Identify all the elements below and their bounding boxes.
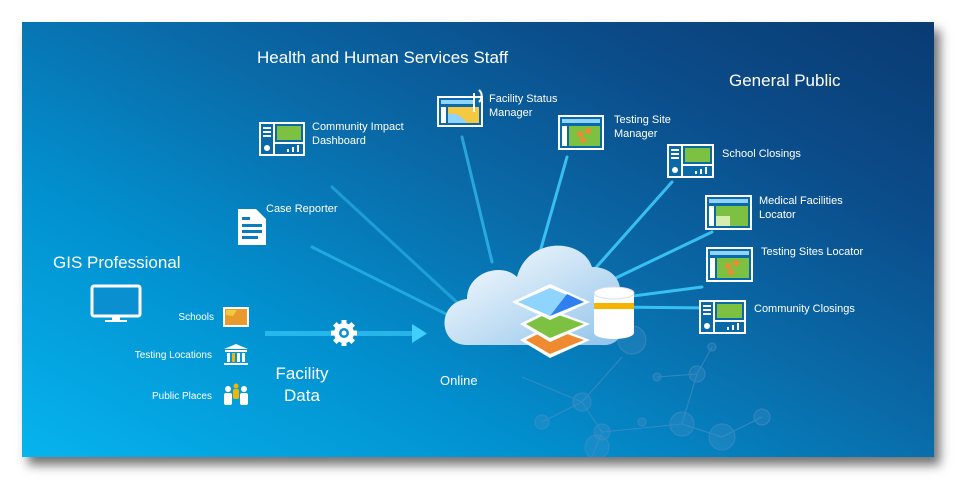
app-label-case-reporter[interactable]: Case Reporter	[266, 203, 338, 215]
label-line: Locator	[759, 209, 796, 221]
diagram-background	[265, 135, 771, 457]
label-line: Facility Status	[489, 93, 558, 105]
map-layers-icon	[512, 284, 590, 358]
label-line: Community Impact	[312, 121, 404, 133]
map-app-icon	[706, 247, 753, 282]
app-label-school-closings[interactable]: School Closings	[722, 148, 801, 160]
label-line: Dashboard	[312, 135, 366, 147]
gis-professional-heading: GIS Professional	[53, 253, 181, 272]
locator-icon	[705, 195, 752, 230]
desktop-monitor-icon	[90, 284, 142, 322]
building-icon	[224, 344, 248, 365]
source-label-testing-locations: Testing Locations	[134, 350, 212, 361]
dashboard-icon	[259, 122, 305, 156]
app-label-testing-sites-locator[interactable]: Testing Sites Locator	[761, 246, 864, 258]
label-line: Testing Site	[614, 114, 671, 126]
network-graphic	[521, 325, 771, 457]
dashboard-icon	[699, 300, 746, 334]
label-line: Manager	[614, 128, 658, 140]
general-public-heading: General Public	[729, 71, 841, 90]
label-line: Manager	[489, 107, 533, 119]
gear-icon	[331, 320, 357, 346]
map-app-icon	[558, 115, 604, 150]
online-label: Online	[440, 373, 478, 388]
hhs-staff-heading: Health and Human Services Staff	[257, 48, 509, 67]
field-app-icon	[437, 89, 483, 127]
source-label-public-places: Public Places	[151, 391, 212, 402]
map-icon	[223, 307, 249, 327]
label-line: Facility	[275, 364, 329, 383]
label-line: Medical Facilities	[759, 195, 843, 207]
label-line: Data	[284, 386, 320, 405]
app-label-community-closings[interactable]: Community Closings	[754, 303, 855, 315]
diagram-panel: Health and Human Services Staff General …	[22, 22, 934, 457]
document-icon	[238, 209, 266, 245]
source-label-schools: Schools	[178, 312, 214, 323]
people-icon	[224, 383, 248, 405]
dashboard-icon	[667, 144, 714, 178]
database-icon	[593, 286, 635, 339]
